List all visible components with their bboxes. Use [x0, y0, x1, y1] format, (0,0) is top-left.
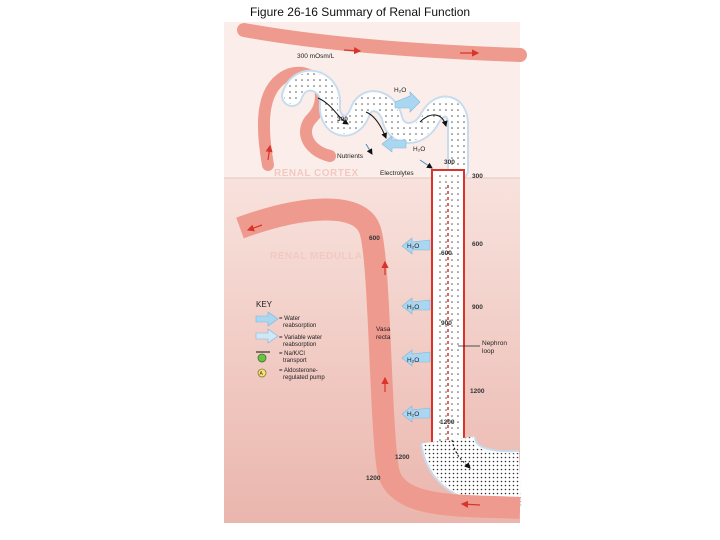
- h2o-label-6: H₂O: [407, 411, 419, 418]
- osm-1200-mid: 1200: [440, 419, 455, 426]
- nakcl-transport-icon: [257, 353, 267, 363]
- water-reabsorption-arrows: [381, 91, 431, 423]
- osm-600-right: 600: [472, 241, 483, 248]
- nutrients-label: Nutrients: [337, 153, 364, 160]
- h2o-label-1: H₂O: [394, 87, 406, 94]
- h2o-label-3: H₂O: [407, 243, 419, 250]
- aldosterone-pump-icon: [257, 368, 267, 378]
- osm-600-mid: 600: [441, 250, 452, 257]
- h2o-label-5: H₂O: [407, 357, 419, 364]
- osm-900-mid: 900: [441, 320, 452, 327]
- key-aldo: = Aldosterone-regulated pump: [279, 368, 325, 381]
- osm-start-label: 300 mOsm/L: [297, 53, 335, 60]
- osm-1200-a: 1200: [395, 454, 410, 461]
- electrolytes-label: Electrolytes: [380, 170, 414, 177]
- dct-osm-label: 300: [444, 159, 455, 166]
- cortex-osm-label: 300: [472, 173, 483, 180]
- h2o-label-4: H₂O: [407, 304, 419, 311]
- figure-title: Figure 26-16 Summary of Renal Function: [249, 5, 471, 19]
- osm-1200-right: 1200: [470, 388, 485, 395]
- svg-text:A: A: [260, 371, 264, 377]
- key-title: KEY: [256, 300, 273, 309]
- renal-medulla-label: RENAL MEDULLA: [270, 251, 362, 262]
- osm-900-right: 900: [472, 304, 483, 311]
- osm-600-left: 600: [369, 235, 380, 242]
- water-reabsorption-icon: [255, 311, 279, 327]
- h2o-label-2: H₂O: [413, 146, 425, 153]
- renal-cortex-label: RENAL CORTEX: [274, 168, 359, 179]
- vasa-recta-vessel: [236, 198, 521, 519]
- variable-water-icon: [255, 328, 279, 344]
- pct-osm-label: 300: [337, 116, 348, 123]
- osm-1200-b: 1200: [366, 475, 381, 482]
